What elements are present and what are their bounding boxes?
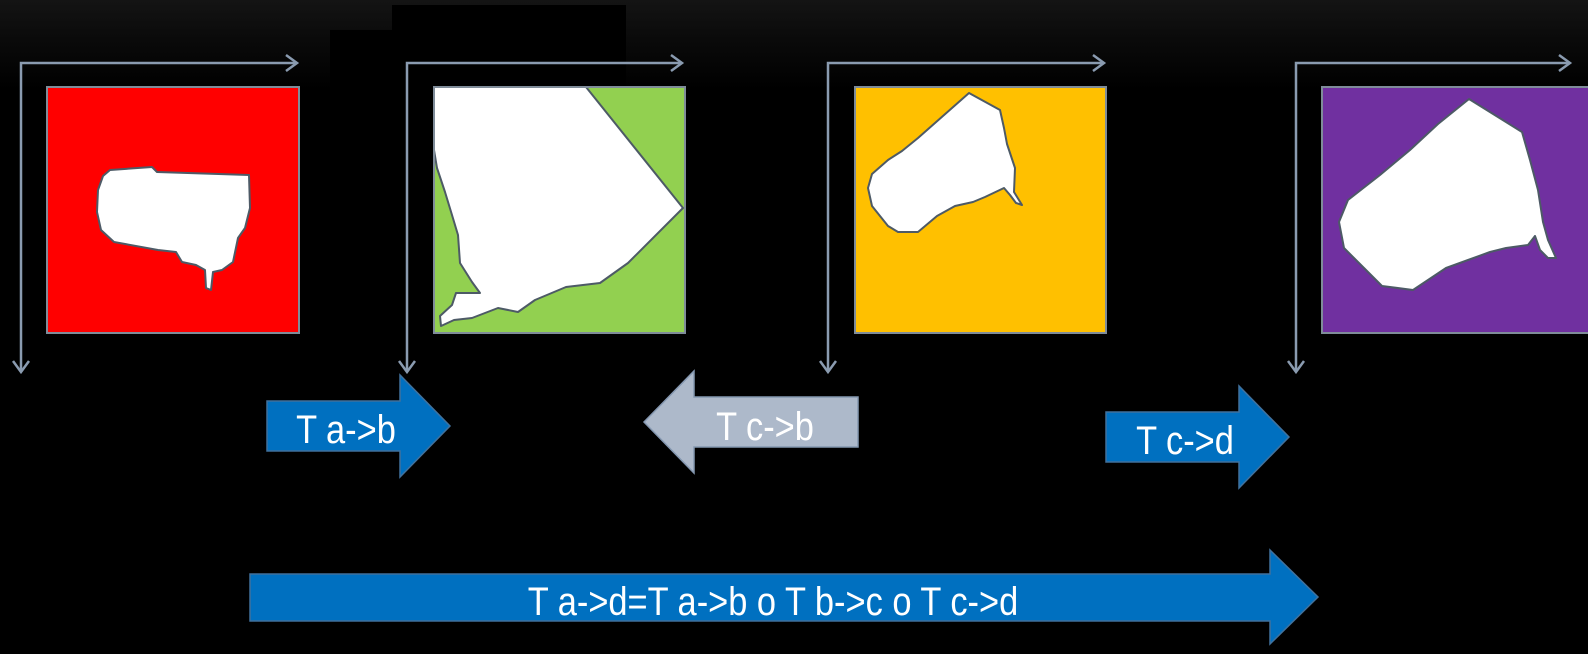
arrow-t-ab: T a->b — [266, 373, 452, 479]
arrow-t-ad-shape — [249, 548, 1320, 646]
axis-arrows-c — [826, 61, 1104, 372]
occluder-blocks — [330, 5, 626, 90]
arrow-t-ab-shape — [266, 373, 452, 479]
x-axis-arrowhead-a — [285, 53, 300, 73]
image-tile-c — [818, 53, 1107, 375]
arrow-t-cb-label: T c->b — [716, 404, 814, 449]
arrow-t-ad-label: T a->d=T a->b o T b->c o T c->d — [528, 579, 1018, 624]
tile-a-shape — [96, 166, 251, 291]
x-axis-arrowhead-c — [1092, 53, 1107, 73]
arrow-t-cd-shape — [1105, 384, 1291, 490]
axis-arrows-a — [19, 61, 297, 372]
arrow-t-cb: T c->b — [642, 369, 859, 475]
arrow-t-cd-label: T c->d — [1136, 418, 1234, 463]
x-axis-arrowhead-d — [1558, 53, 1573, 73]
axis-arrows-b — [405, 61, 682, 372]
arrow-t-cb-shape — [642, 369, 859, 475]
y-axis-arrowhead-c — [818, 360, 838, 375]
tile-d-shape — [1338, 98, 1557, 291]
arrow-t-cd: T c->d — [1105, 384, 1291, 490]
image-tile-a — [11, 53, 300, 375]
y-axis-arrowhead-d — [1286, 360, 1306, 375]
x-axis-arrowhead-b — [670, 53, 685, 73]
image-tile-b — [397, 53, 686, 375]
arrow-t-ab-label: T a->b — [296, 407, 396, 452]
y-axis-arrowhead-b — [397, 360, 417, 375]
y-axis-arrowhead-a — [11, 360, 31, 375]
image-tile-d — [1286, 53, 1588, 375]
tile-b-shape — [434, 87, 684, 327]
arrow-t-ad: T a->d=T a->b o T b->c o T c->d — [249, 548, 1320, 646]
tile-c-shape — [867, 92, 1023, 233]
axis-arrows-d — [1294, 61, 1570, 372]
